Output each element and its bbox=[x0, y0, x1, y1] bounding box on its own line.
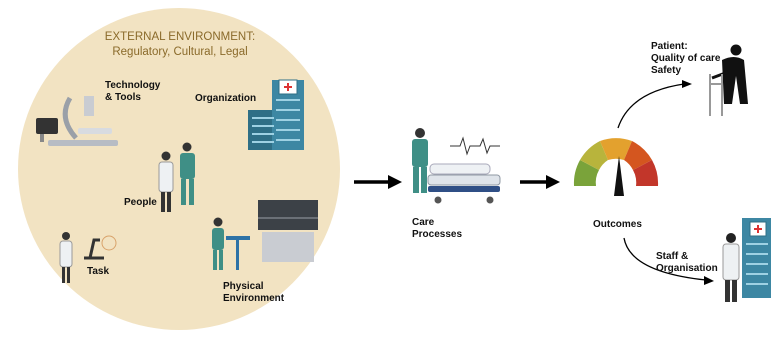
care-processes-bed-icon bbox=[412, 128, 501, 204]
people-icon bbox=[158, 142, 195, 212]
organization-building-icon bbox=[248, 79, 304, 150]
task-icon bbox=[59, 232, 117, 283]
outcomes-label: Outcomes bbox=[593, 219, 642, 230]
patient-with-walker-icon bbox=[709, 44, 748, 116]
external-environment-subtitle: Regulatory, Cultural, Legal bbox=[112, 46, 248, 58]
staff-label: Staff & Organisation bbox=[656, 251, 718, 274]
arrow-to-staff-icon bbox=[623, 237, 714, 285]
patient-label: Patient: Quality of care Safety bbox=[651, 41, 721, 76]
care-processes-label: Care Processes bbox=[412, 217, 463, 240]
arrow-to-care-processes-icon bbox=[354, 175, 402, 189]
external-environment-heading: EXTERNAL ENVIRONMENT: Regulatory, Cultur… bbox=[70, 30, 290, 60]
people-label: People bbox=[124, 197, 157, 208]
physical-environment-icon bbox=[212, 200, 318, 270]
external-environment-title: EXTERNAL ENVIRONMENT: bbox=[104, 31, 256, 43]
arrow-to-patient-icon bbox=[617, 80, 692, 129]
organization-label: Organization bbox=[195, 93, 257, 104]
external-environment-circle bbox=[18, 8, 340, 330]
staff-organisation-icon bbox=[722, 218, 771, 302]
technology-label: Technology & Tools bbox=[105, 80, 161, 103]
arrow-to-outcomes-icon bbox=[520, 175, 560, 189]
outcomes-gauge-icon bbox=[573, 138, 659, 196]
physical-environment-label: Physical Environment bbox=[223, 281, 285, 304]
imaging-equipment-icon bbox=[36, 96, 118, 146]
task-label: Task bbox=[87, 266, 110, 277]
